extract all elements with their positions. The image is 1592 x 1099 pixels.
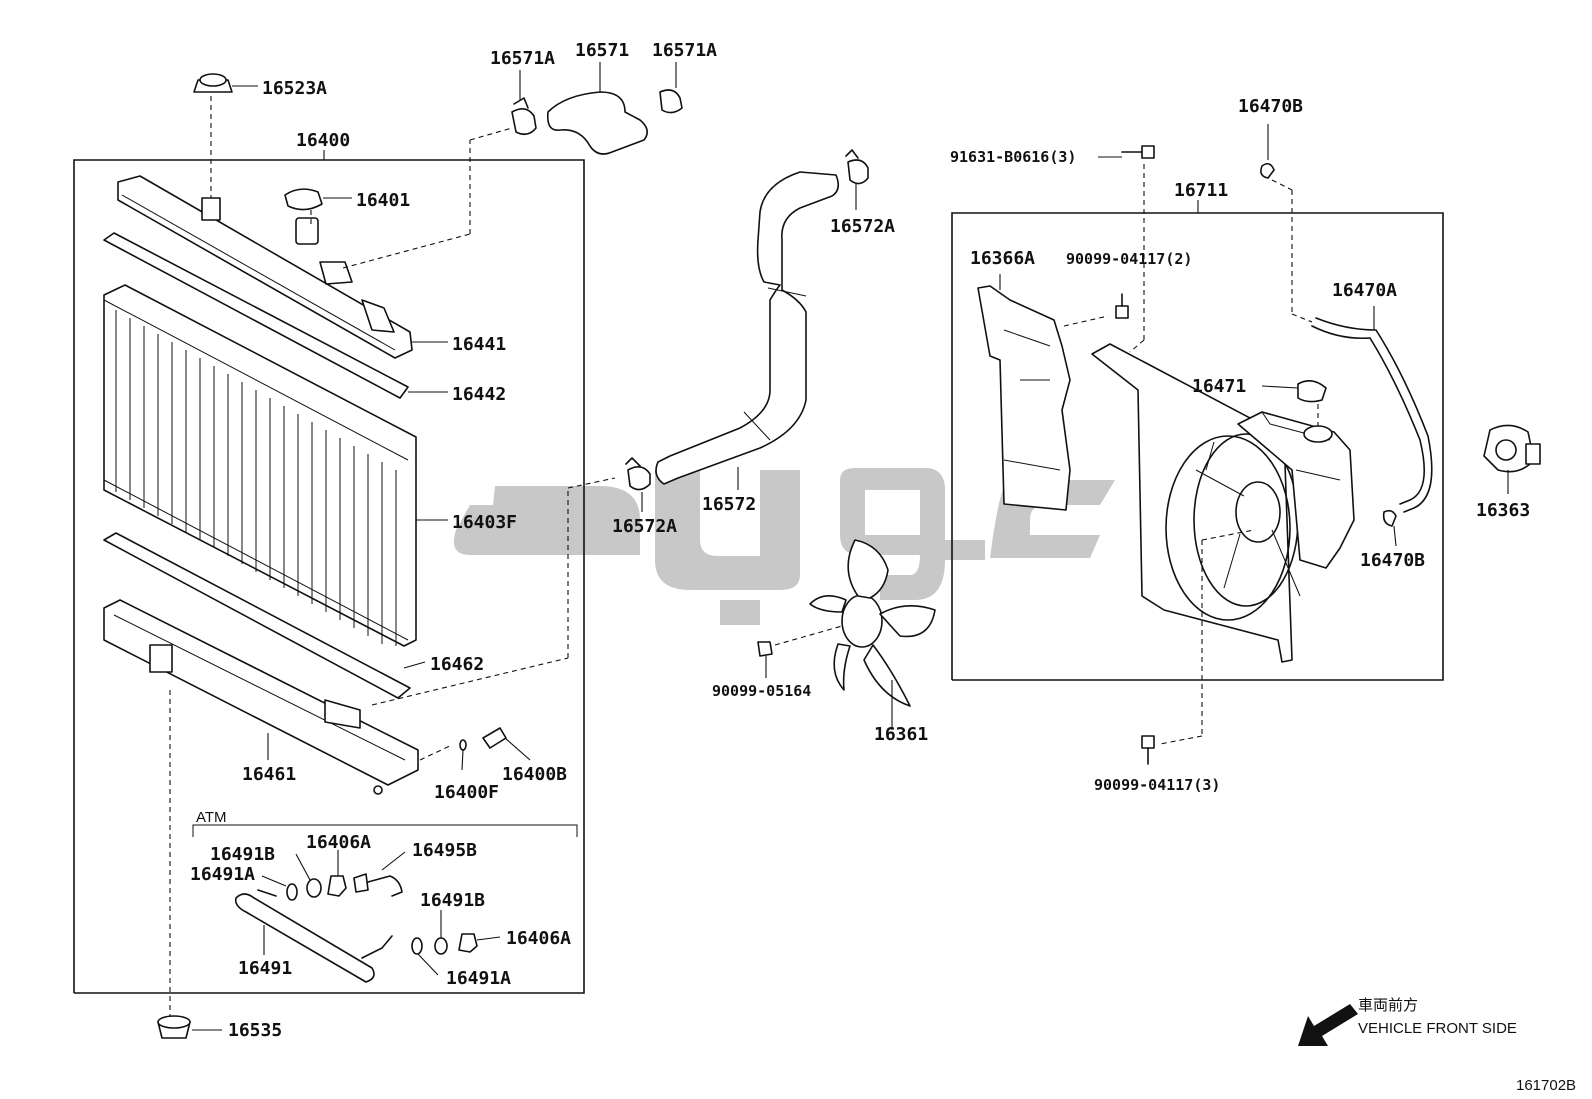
o-ring-16400F-icon <box>459 739 467 771</box>
label-16470A: 16470A <box>1332 280 1397 301</box>
label-16470B-bottom: 16470B <box>1360 550 1425 571</box>
label-atm: ATM <box>196 809 227 826</box>
label-16400B: 16400B <box>502 764 567 785</box>
label-16406A-a: 16406A <box>306 832 371 853</box>
vehicle-front-arrow-icon <box>1298 1004 1358 1046</box>
label-16491A-a: 16491A <box>190 864 255 885</box>
label-16363: 16363 <box>1476 500 1530 521</box>
label-16401: 16401 <box>356 190 410 211</box>
shroud-panel-16366A-icon <box>977 274 1071 511</box>
overflow-hose-16470A-icon <box>1311 306 1433 513</box>
label-90099-04117-2: 90099-04117(2) <box>1066 250 1192 268</box>
radiator-core-16403F-icon <box>103 284 448 647</box>
label-16491A-b: 16491A <box>446 968 511 989</box>
lower-tank-16461-icon <box>103 599 419 795</box>
gasket-16442-icon <box>103 232 448 399</box>
label-16361: 16361 <box>874 724 928 745</box>
label-16491: 16491 <box>238 958 292 979</box>
bolt-91631-icon <box>1098 145 1155 159</box>
label-16571: 16571 <box>575 40 629 61</box>
label-16406A-b: 16406A <box>506 928 571 949</box>
clip-16470B-top-icon <box>1260 124 1275 179</box>
gasket-16401-icon <box>284 188 352 211</box>
radiator-cap-16523A-icon <box>193 73 258 93</box>
label-16711: 16711 <box>1174 180 1228 201</box>
label-90099-05164: 90099-05164 <box>712 682 811 700</box>
upper-hose-16571-icon <box>546 62 648 155</box>
gasket-16491A-b-icon <box>411 937 439 976</box>
clamp-16572A-top-icon <box>845 149 869 210</box>
label-16535: 16535 <box>228 1020 282 1041</box>
direction-label-english: VEHICLE FRONT SIDE <box>1358 1020 1517 1037</box>
label-16571A-left: 16571A <box>490 48 555 69</box>
gasket-16491A-a-icon <box>261 875 298 901</box>
bolt-90099-04117-3-icon <box>1141 735 1155 765</box>
direction-label-japanese: 車両前方 <box>1358 997 1418 1014</box>
label-16495B: 16495B <box>412 840 477 861</box>
label-16572A-top: 16572A <box>830 216 895 237</box>
label-16470B-top: 16470B <box>1238 96 1303 117</box>
label-16366A: 16366A <box>970 248 1035 269</box>
clamp-16571A-left-icon <box>511 70 537 136</box>
cap-16535-icon <box>157 1015 222 1039</box>
clip-16470B-bottom-icon <box>1382 509 1397 547</box>
label-16523A: 16523A <box>262 78 327 99</box>
figure-id: 161702B <box>1516 1077 1576 1094</box>
label-16571A-right: 16571A <box>652 40 717 61</box>
label-16462: 16462 <box>430 654 484 675</box>
radiator-assembly-box <box>73 150 585 994</box>
reservoir-cap-16471-icon <box>1261 380 1327 403</box>
label-16572: 16572 <box>702 494 756 515</box>
oil-cooler-pipe-16491-icon <box>234 889 393 983</box>
bolt-90099-04117-2-icon <box>1115 293 1129 319</box>
label-16442: 16442 <box>452 384 506 405</box>
nut-16406A-a-icon <box>327 850 347 897</box>
lower-hose-16572-icon <box>655 171 840 490</box>
gasket-16462-icon <box>103 532 426 699</box>
washer-16491B-b-icon <box>434 910 448 955</box>
clamp-16571A-right-icon <box>659 62 683 114</box>
union-16495B-icon <box>353 851 406 897</box>
atm-bracket <box>192 824 578 837</box>
fan-motor-16363-icon <box>1483 424 1541 494</box>
label-91631-B0616: 91631-B0616(3) <box>950 148 1076 166</box>
label-16400: 16400 <box>296 130 350 151</box>
nut-16406A-b-icon <box>458 933 501 953</box>
fan-16361-icon <box>809 539 936 730</box>
label-16572A-bottom: 16572A <box>612 516 677 537</box>
nut-90099-05164-icon <box>757 641 773 678</box>
label-16400F: 16400F <box>434 782 499 803</box>
label-16461: 16461 <box>242 764 296 785</box>
drain-cock-16400B-icon <box>482 727 531 761</box>
washer-16491B-a-icon <box>295 853 322 898</box>
label-16441: 16441 <box>452 334 506 355</box>
clamp-16572A-bottom-icon <box>625 457 651 512</box>
label-90099-04117-3: 90099-04117(3) <box>1094 776 1220 794</box>
fan-shroud-assembly-box <box>951 200 1444 681</box>
reservoir-tank-icon <box>1237 411 1355 569</box>
label-16491B-a: 16491B <box>210 844 275 865</box>
label-16491B-b: 16491B <box>420 890 485 911</box>
upper-tank-16441-icon <box>117 175 448 359</box>
label-16471: 16471 <box>1192 376 1246 397</box>
label-16403F: 16403F <box>452 512 517 533</box>
